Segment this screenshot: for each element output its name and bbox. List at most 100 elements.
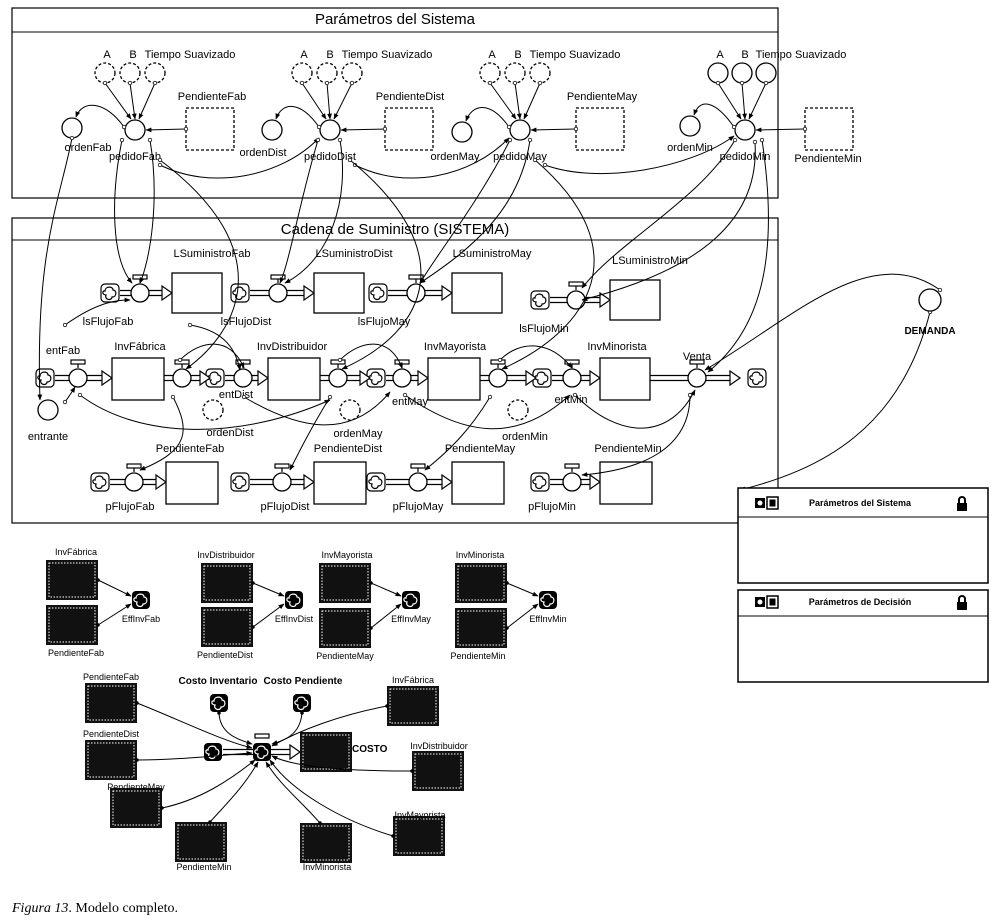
costo-input-stock[interactable]: [411, 750, 465, 792]
pedido-converter[interactable]: [124, 119, 146, 141]
param-b-label: B: [741, 49, 748, 61]
eff-link: [369, 603, 402, 630]
source-cloud-icon: [368, 283, 388, 303]
pendiente-ghost-stock[interactable]: [804, 107, 854, 151]
eff-pendiente-stock[interactable]: [45, 604, 99, 646]
pedido-converter[interactable]: [509, 119, 531, 141]
param-a[interactable]: [707, 62, 729, 84]
eff-inventario-label: InvFábrica: [55, 547, 97, 557]
entrada-valve-converter[interactable]: [392, 368, 412, 388]
lsuministro-stock[interactable]: [171, 272, 223, 314]
camera-icon[interactable]: [754, 496, 779, 510]
pendiente-stock[interactable]: [313, 461, 367, 505]
source-cloud-icon: [35, 368, 55, 388]
lsuministro-stock[interactable]: [609, 279, 661, 321]
costo-stock[interactable]: [299, 731, 353, 773]
inventario-stock[interactable]: [427, 357, 481, 401]
info-link: [62, 297, 131, 328]
salida-valve-converter[interactable]: [328, 368, 348, 388]
pflujo-valve-converter[interactable]: [124, 472, 144, 492]
entrada-valve-converter[interactable]: [233, 368, 253, 388]
param-tiempo[interactable]: [755, 62, 777, 84]
costo-input-stock[interactable]: [84, 739, 138, 781]
orden-ghost-converter[interactable]: [202, 399, 224, 421]
orden-ghost-converter[interactable]: [339, 399, 361, 421]
inventario-stock[interactable]: [111, 357, 165, 401]
param-link: [487, 80, 517, 120]
inventario-stock[interactable]: [599, 357, 651, 401]
eff-pendiente-stock[interactable]: [454, 607, 508, 649]
eff-pendiente-stock[interactable]: [200, 606, 254, 648]
entrante-converter[interactable]: [37, 399, 59, 421]
costo-input-stock[interactable]: [299, 822, 353, 864]
pflujo-valve-converter-valve: [274, 463, 290, 469]
entrada-valve-converter[interactable]: [68, 368, 88, 388]
source-cloud-icon: [366, 472, 386, 492]
pendiente-stock[interactable]: [451, 461, 505, 505]
source-cloud-icon: [230, 283, 250, 303]
info-link: [707, 137, 769, 373]
param-b[interactable]: [731, 62, 753, 84]
salida-valve-converter-valve: [330, 359, 346, 365]
lsflujo-valve-converter[interactable]: [406, 283, 426, 303]
eff-pendiente-stock[interactable]: [318, 607, 372, 649]
param-b[interactable]: [316, 62, 338, 84]
orden-converter[interactable]: [261, 119, 283, 141]
pflujo-valve-converter[interactable]: [408, 472, 428, 492]
param-tiempo[interactable]: [144, 62, 166, 84]
venta-valve-converter[interactable]: [687, 368, 707, 388]
pendiente-stock[interactable]: [599, 461, 653, 505]
pendiente-label: PendienteDist: [376, 91, 445, 103]
inventario-stock[interactable]: [267, 357, 321, 401]
entrante-label: entrante: [28, 431, 68, 443]
pendiente-stock[interactable]: [165, 461, 219, 505]
orden-label: ordenMay: [431, 151, 480, 163]
pedido-converter[interactable]: [319, 119, 341, 141]
param-a[interactable]: [479, 62, 501, 84]
costo-input-stock[interactable]: [84, 682, 138, 724]
lsflujo-valve-converter-valve: [568, 281, 584, 287]
costo-input-stock[interactable]: [392, 815, 446, 857]
pendiente-ghost-stock[interactable]: [575, 107, 625, 151]
orden-converter[interactable]: [451, 121, 473, 143]
salida-valve-converter[interactable]: [172, 368, 192, 388]
lsuministro-stock[interactable]: [451, 272, 503, 314]
orden-converter[interactable]: [679, 115, 701, 137]
orden-ghost-converter[interactable]: [507, 399, 529, 421]
eff-pendiente-label: PendienteMay: [316, 651, 374, 661]
camera-icon[interactable]: [754, 595, 779, 609]
pendiente-link: [530, 126, 579, 133]
eff-inventario-stock[interactable]: [45, 559, 99, 601]
param-tiempo[interactable]: [529, 62, 551, 84]
source-cloud-icon: [530, 472, 550, 492]
costo-valve-icon: [252, 742, 272, 762]
pflujo-valve-converter[interactable]: [562, 472, 582, 492]
param-b[interactable]: [119, 62, 141, 84]
eff-inventario-stock[interactable]: [200, 562, 254, 604]
costo-input-link: [208, 761, 259, 824]
salida-valve-converter[interactable]: [488, 368, 508, 388]
eff-inventario-stock[interactable]: [454, 562, 508, 604]
lsflujo-valve-converter[interactable]: [130, 283, 150, 303]
pendiente-ghost-stock[interactable]: [384, 107, 434, 151]
pflujo-label: pFlujoMay: [393, 501, 444, 513]
orden-converter[interactable]: [61, 117, 83, 139]
param-tiempo[interactable]: [341, 62, 363, 84]
eff-inventario-stock[interactable]: [318, 562, 372, 604]
param-a[interactable]: [94, 62, 116, 84]
demanda-converter[interactable]: [918, 288, 942, 312]
costo-input-stock[interactable]: [109, 787, 163, 829]
info-link: [241, 391, 391, 426]
param-b[interactable]: [504, 62, 526, 84]
info-link: [572, 389, 696, 429]
lsuministro-stock[interactable]: [313, 272, 365, 314]
lsflujo-valve-converter[interactable]: [268, 283, 288, 303]
costo-input-stock[interactable]: [174, 821, 228, 863]
param-a[interactable]: [291, 62, 313, 84]
pendiente-ghost-stock[interactable]: [185, 107, 235, 151]
entrada-valve-converter[interactable]: [562, 368, 582, 388]
costo-inventario-label: Costo Inventario: [179, 676, 258, 687]
costo-input-stock[interactable]: [386, 685, 440, 727]
pflujo-valve-converter[interactable]: [272, 472, 292, 492]
pedido-converter[interactable]: [734, 119, 756, 141]
